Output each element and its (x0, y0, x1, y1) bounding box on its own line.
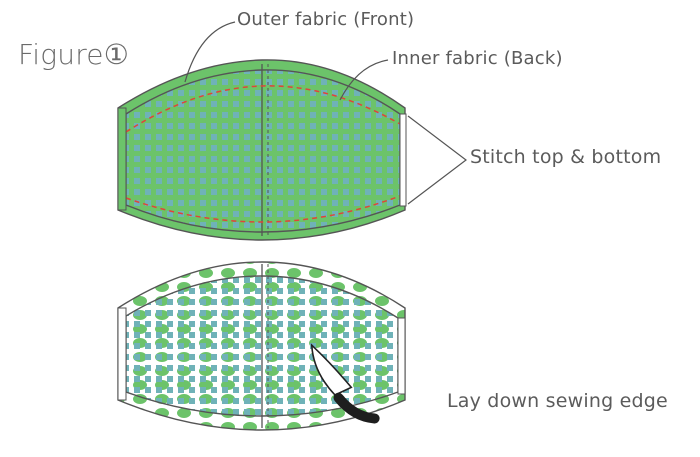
label-inner-fabric: Inner fabric (Back) (392, 48, 563, 69)
stitch-line-bottom (125, 195, 401, 223)
iron-icon (310, 343, 380, 424)
outer-fabric-pointer (184, 21, 236, 83)
stitch-line-top (125, 85, 401, 133)
mask-top (117, 59, 407, 241)
stitch-pointer (407, 115, 467, 205)
figure-title: Figure① (18, 38, 130, 71)
inner-fabric-body (125, 69, 401, 233)
label-stitch: Stitch top & bottom (470, 146, 662, 168)
label-outer-fabric: Outer fabric (Front) (237, 9, 415, 30)
mask-bottom (117, 261, 406, 431)
label-lay-down: Lay down sewing edge (447, 390, 668, 412)
inner-fabric-pointer (339, 59, 389, 101)
